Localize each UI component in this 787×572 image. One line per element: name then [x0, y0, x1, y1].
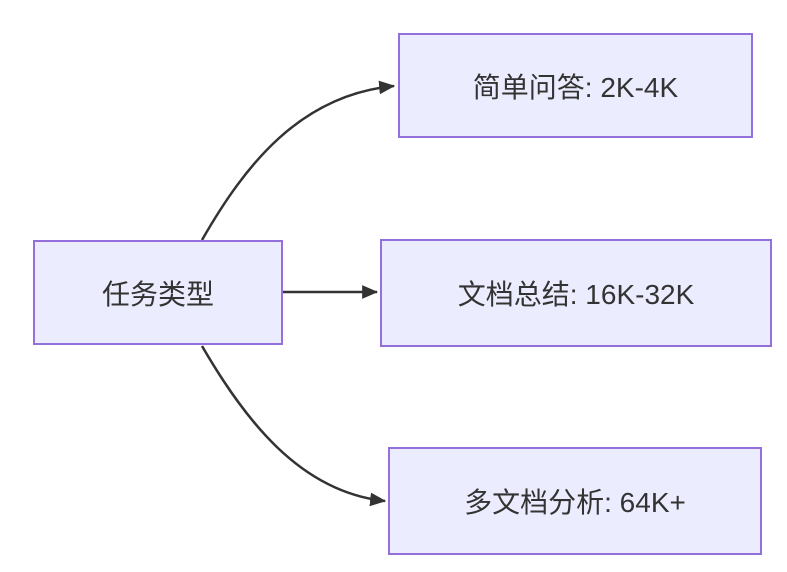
node-simple-qa: 简单问答: 2K-4K: [398, 33, 753, 138]
edge-task-type-to-multi-doc: [200, 345, 387, 507]
node-doc-summary: 文档总结: 16K-32K: [380, 239, 772, 347]
node-multi-doc: 多文档分析: 64K+: [388, 447, 762, 555]
edge-task-type-to-simple-qa: [200, 80, 396, 241]
node-task-type: 任务类型: [33, 240, 283, 345]
